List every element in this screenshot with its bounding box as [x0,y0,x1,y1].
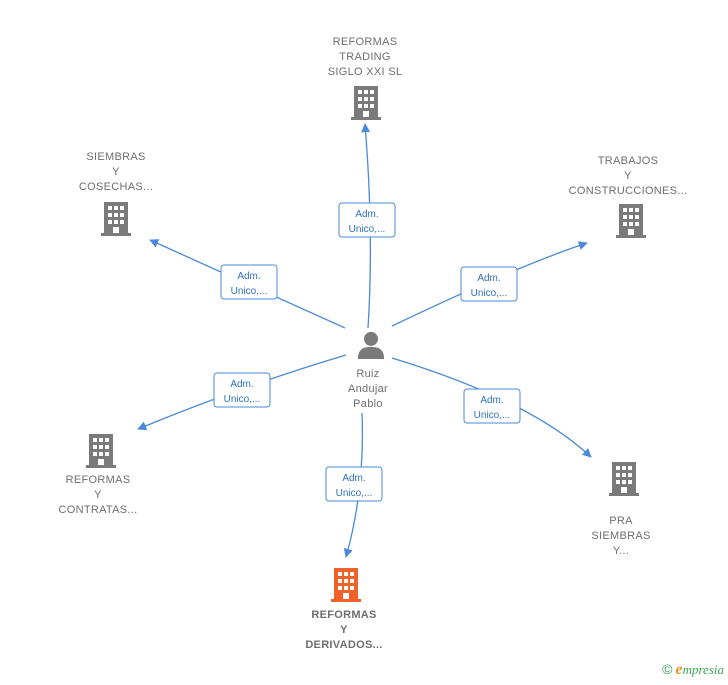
node-trabajos-construcciones[interactable]: TRABAJOS Y CONSTRUCCIONES... [569,155,688,238]
node-pra-siembras[interactable]: PRA SIEMBRAS Y... [591,462,650,557]
node-label-line: Y [624,170,632,182]
edge-label-reformas-derivados[interactable]: Adm. Unico,... [325,466,383,502]
edge-label-box [325,466,383,502]
node-reformas-contratas[interactable]: REFORMAS Y CONTRATAS... [59,434,138,516]
edge-label-text: Unico,... [231,286,268,297]
node-label-line: TRADING [339,51,391,63]
node-label-line: SIGLO XXI SL [328,66,403,78]
edge-label-pra-siembras[interactable]: Adm. Unico,... [463,388,521,424]
person-icon [357,331,385,359]
person-name-line: Ruiz [356,368,379,380]
highlighted-building-icon [331,568,361,602]
node-label-line: TRABAJOS [598,155,658,167]
node-siembras-cosechas[interactable]: SIEMBRAS Y COSECHAS... [79,151,153,236]
edge-label-text: Adm. [230,379,253,390]
building-icon [351,86,381,120]
edge-labels: Adm.Unico,...Adm.Unico,...Adm.Unico,...A… [213,202,521,502]
edge-label-text: Adm. [480,395,503,406]
node-label-line: SIEMBRAS [86,151,145,163]
node-label-line: Y [112,166,120,178]
node-label-line: REFORMAS [333,36,398,48]
node-label-line: DERIVADOS... [305,639,382,651]
edge-label-box [460,266,518,302]
empresia-watermark: ©empresia [662,661,724,679]
building-icon [86,434,116,468]
edge-label-box [463,388,521,424]
person-name-line: Andujar [348,383,388,395]
building-icon [609,462,639,496]
brand-initial: e [675,661,683,678]
building-icon [616,204,646,238]
node-reformas-trading[interactable]: REFORMAS TRADING SIGLO XXI SL [328,36,403,120]
node-label-line: Y [94,489,102,501]
edge-label-text: Unico,... [471,288,508,299]
edge-label-trabajos-construcciones[interactable]: Adm. Unico,... [460,266,518,302]
node-reformas-derivados[interactable]: REFORMAS Y DERIVADOS... [305,568,382,651]
copyright-symbol: © [662,661,673,677]
person-name-line: Pablo [353,398,383,410]
edge-label-text: Adm. [355,209,378,220]
node-label-line: Y [340,624,348,636]
node-label-line: Y... [613,545,629,557]
edge-label-reformas-trading[interactable]: Adm. Unico,... [338,202,396,238]
edge-label-text: Unico,... [349,224,386,235]
node-label-line: CONSTRUCCIONES... [569,185,688,197]
edge-label-reformas-contratas[interactable]: Adm. Unico,... [213,372,271,408]
node-label-line: REFORMAS [66,474,131,486]
node-label-line: REFORMAS [311,609,376,621]
edge-label-box [338,202,396,238]
edge-label-text: Adm. [342,473,365,484]
brand-name: mpresia [682,662,724,677]
edge-label-text: Unico,... [224,394,261,405]
edge-label-siembras-cosechas[interactable]: Adm. Unico,... [220,264,278,300]
edge-label-box [220,264,278,300]
edge-label-text: Adm. [237,271,260,282]
edge-label-text: Unico,... [336,488,373,499]
nodes: REFORMAS TRADING SIGLO XXI SL TRABAJOS Y CONS… [59,36,688,651]
building-icon [101,202,131,236]
edge-label-box [213,372,271,408]
node-label-line: PRA [609,515,633,527]
node-label-line: CONTRATAS... [59,504,138,516]
node-label-line: SIEMBRAS [591,530,650,542]
node-label-line: COSECHAS... [79,181,153,193]
edge-label-text: Adm. [477,273,500,284]
edge-label-text: Unico,... [474,410,511,421]
